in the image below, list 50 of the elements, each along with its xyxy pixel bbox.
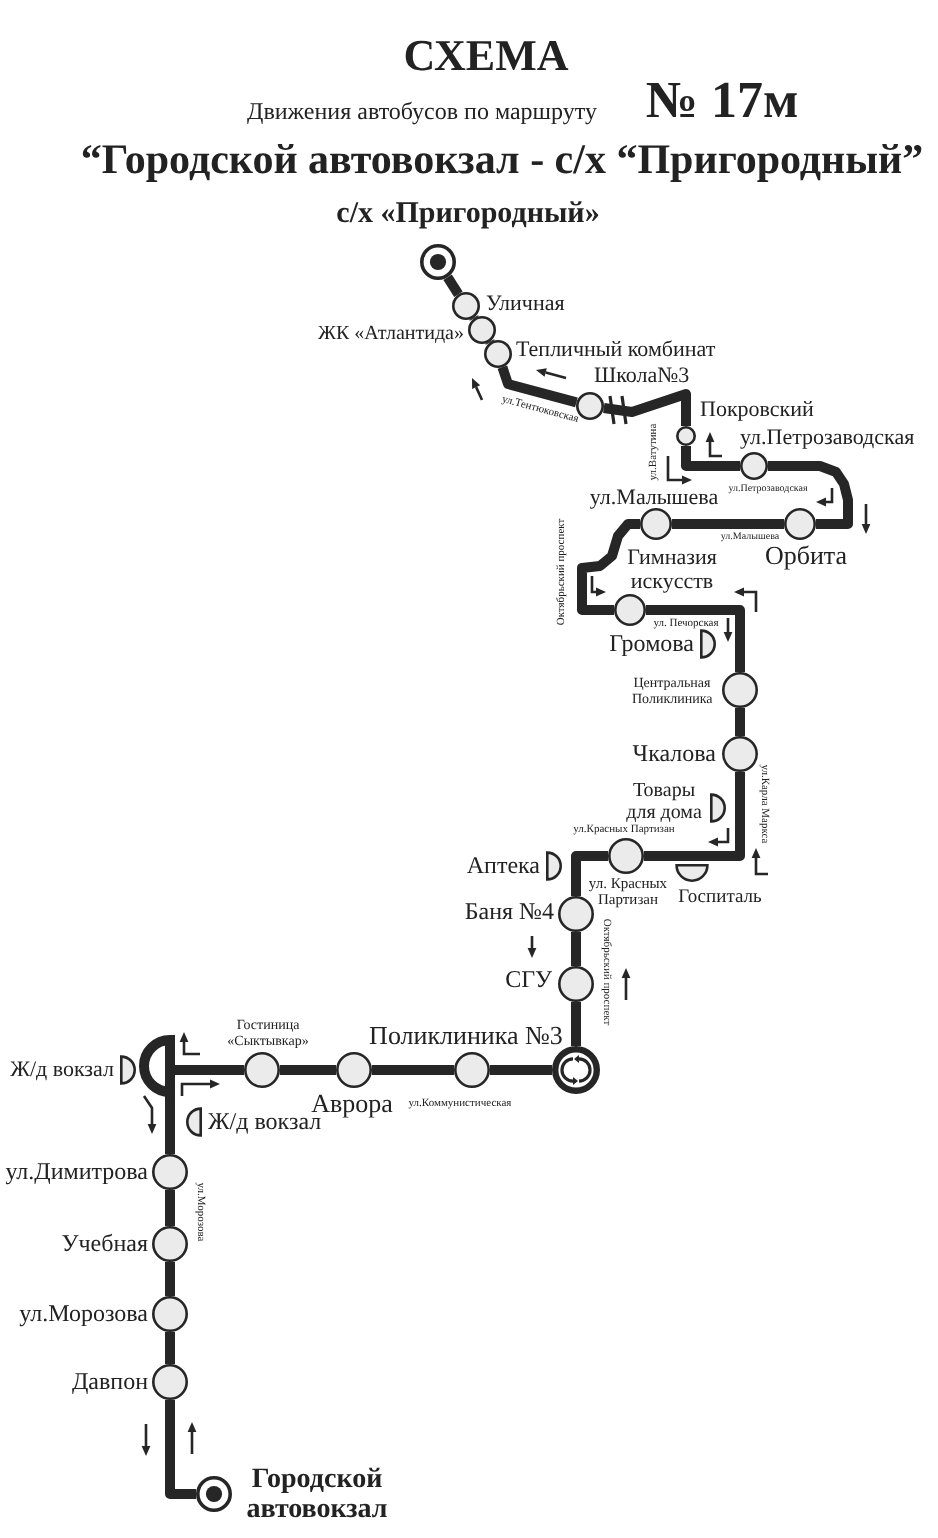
title: СХЕМА	[403, 31, 569, 81]
stop-name: Аврора	[311, 1089, 393, 1118]
terminus-name: с/х «Пригородный»	[336, 197, 600, 231]
route-line	[165, 1400, 196, 1499]
stop-name: Чкалова	[632, 740, 716, 768]
route-line	[681, 446, 740, 471]
stop-name: Уличная	[486, 291, 565, 317]
stop-name: ул.Морозова	[19, 1300, 148, 1328]
stop-name: Товары для дома	[626, 780, 702, 824]
route-line	[571, 851, 608, 896]
route-line	[577, 519, 640, 615]
stop-name: Ж/д вокзал	[10, 1057, 114, 1083]
route-line	[165, 1065, 244, 1154]
route-line	[735, 708, 745, 736]
stop-name: Поликлиника №3	[369, 1021, 563, 1051]
stop-name: Громова	[609, 630, 694, 658]
stop-name: Госпиталь	[678, 887, 762, 909]
stop-name: Давпон	[71, 1368, 148, 1396]
route-line	[372, 1065, 454, 1075]
stop-name: ул.Петрозаводская	[740, 425, 915, 451]
stop-name: Школа№3	[594, 363, 690, 389]
route-line	[603, 389, 691, 426]
route-line	[165, 1262, 175, 1296]
route-number: № 17м	[645, 73, 799, 131]
stop-name: СГУ	[505, 966, 552, 994]
stop-name: ЖК «Атлантида»	[317, 323, 464, 345]
route-line	[644, 772, 745, 861]
stop-name: Тепличный комбинат	[516, 337, 716, 363]
route-line	[768, 461, 853, 529]
route-line	[165, 1332, 175, 1364]
subtitle: Движения автобусов по маршруту	[247, 98, 597, 126]
terminus-name: Городской автовокзал	[246, 1465, 388, 1527]
route-name: “Городской автовокзал - с/х “Пригородный”	[80, 136, 924, 184]
route-line	[571, 932, 581, 966]
route-line	[497, 365, 578, 408]
route-line	[571, 1002, 581, 1046]
route-line	[443, 274, 463, 297]
stop-name: Баня №4	[464, 898, 554, 926]
stop-name: Покровский	[700, 397, 814, 423]
stop-name: Учебная	[61, 1230, 148, 1258]
route-line	[646, 605, 745, 672]
stop-name: Орбита	[764, 541, 848, 571]
stop-name: ул.Малышева	[589, 485, 719, 511]
route-line	[165, 1190, 175, 1226]
route-line	[280, 1065, 336, 1075]
stop-name: ул.Димитрова	[5, 1158, 148, 1186]
stop-name: Гимназия искусств	[627, 545, 717, 595]
stop-name: Аптека	[466, 852, 540, 880]
route-line	[672, 519, 784, 529]
route-line	[490, 1065, 552, 1075]
